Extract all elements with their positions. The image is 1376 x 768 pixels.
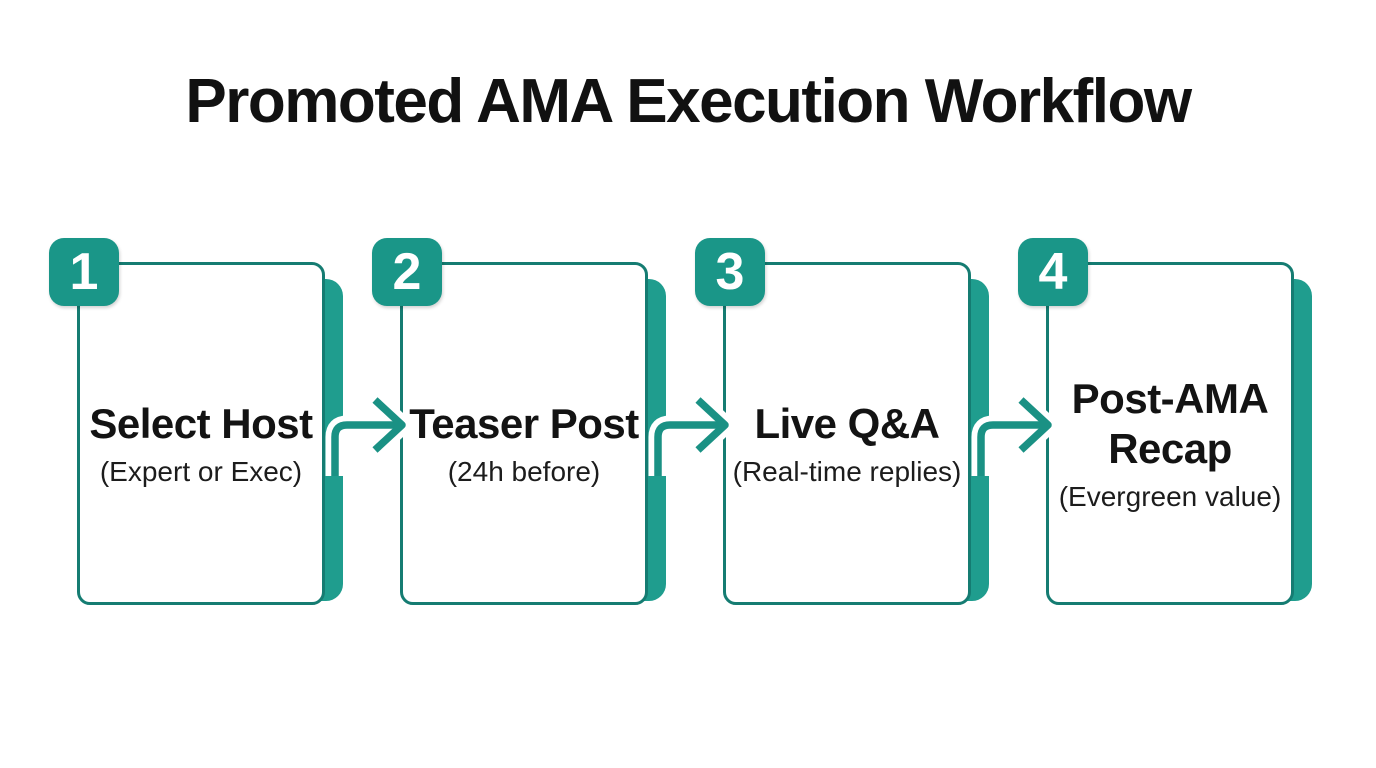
step-number-badge: 2 bbox=[372, 238, 442, 306]
step-title: Select Host bbox=[89, 399, 313, 447]
step-subtitle: (Evergreen value) bbox=[1058, 481, 1282, 513]
step-number-badge: 3 bbox=[695, 238, 765, 306]
step-card-select-host: Select Host (Expert or Exec) 1 bbox=[49, 238, 343, 605]
right-elbow-arrow-icon bbox=[648, 393, 739, 476]
step-subtitle: (Real-time replies) bbox=[732, 456, 962, 488]
right-elbow-arrow-icon bbox=[971, 393, 1062, 476]
step-number-badge: 4 bbox=[1018, 238, 1088, 306]
step-card: Select Host (Expert or Exec) bbox=[77, 262, 325, 605]
page-title: Promoted AMA Execution Workflow bbox=[185, 67, 1192, 136]
step-card-post-ama-recap: Post-AMA Recap (Evergreen value) 4 bbox=[1018, 238, 1312, 605]
step-card: Teaser Post (24h before) bbox=[400, 262, 648, 605]
step-subtitle: (Expert or Exec) bbox=[99, 456, 303, 488]
right-elbow-arrow-icon bbox=[325, 393, 416, 476]
step-number-badge: 1 bbox=[49, 238, 119, 306]
step-card: Post-AMA Recap (Evergreen value) bbox=[1046, 262, 1294, 605]
step-title: Teaser Post bbox=[409, 399, 639, 447]
step-subtitle: (24h before) bbox=[447, 456, 601, 488]
step-card-live-qa: Live Q&A (Real-time replies) 3 bbox=[695, 238, 989, 605]
step-card-teaser-post: Teaser Post (24h before) 2 bbox=[372, 238, 666, 605]
step-card: Live Q&A (Real-time replies) bbox=[723, 262, 971, 605]
step-title: Live Q&A bbox=[754, 399, 940, 447]
step-title: Post-AMA Recap bbox=[1071, 375, 1269, 472]
